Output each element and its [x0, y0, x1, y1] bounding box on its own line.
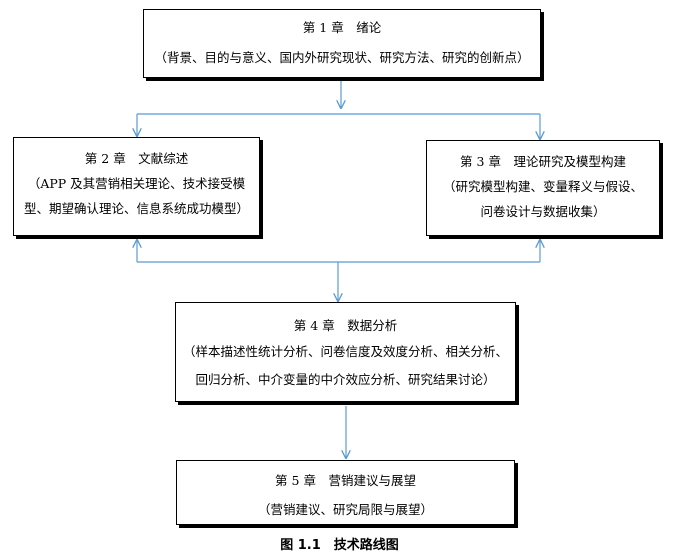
chapter-1-title: 第 1 章 绪论	[302, 20, 382, 35]
figure-caption: 图 1.1 技术路线图	[280, 538, 399, 553]
chapter-3-desc-line-1: （研究模型构建、变量释义与假设、	[442, 179, 643, 194]
chapter-5-desc: （营销建议、研究局限与展望）	[257, 502, 433, 517]
chapter-5-box: 第 5 章 营销建议与展望 （营销建议、研究局限与展望）	[176, 460, 515, 525]
chapter-2-box: 第 2 章 文献综述 （APP 及其营销相关理论、技术接受模 型、期望确认理论、…	[13, 137, 260, 236]
chapter-2-desc-line-1: （APP 及其营销相关理论、技术接受模	[27, 176, 246, 191]
chapter-4-title: 第 4 章 数据分析	[293, 318, 398, 333]
chapter-2-title: 第 2 章 文献综述	[84, 151, 189, 166]
chapter-2-desc: （APP 及其营销相关理论、技术接受模 型、期望确认理论、信息系统成功模型）	[14, 171, 259, 221]
chapter-3-desc: （研究模型构建、变量释义与假设、 问卷设计与数据收集）	[427, 174, 659, 224]
chapter-4-desc: （样本描述性统计分析、问卷信度及效度分析、相关分析、 回归分析、中介变量的中介效…	[176, 338, 515, 394]
chapter-3-box: 第 3 章 理论研究及模型构建 （研究模型构建、变量释义与假设、 问卷设计与数据…	[426, 140, 660, 236]
chapter-4-desc-line-1: （样本描述性统计分析、问卷信度及效度分析、相关分析、	[182, 344, 508, 359]
chapter-3-desc-line-2: 问卷设计与数据收集）	[480, 204, 606, 219]
chapter-5-title: 第 5 章 营销建议与展望	[275, 473, 416, 488]
chapter-4-desc-line-2: 回归分析、中介变量的中介效应分析、研究结果讨论）	[195, 372, 496, 387]
chapter-3-title: 第 3 章 理论研究及模型构建	[460, 154, 626, 169]
chapter-1-desc: （背景、目的与意义、国内外研究现状、研究方法、研究的创新点）	[154, 50, 530, 65]
chapter-4-box: 第 4 章 数据分析 （样本描述性统计分析、问卷信度及效度分析、相关分析、 回归…	[175, 302, 516, 402]
chapter-2-desc-line-2: 型、期望确认理论、信息系统成功模型）	[23, 201, 249, 216]
chapter-1-box: 第 1 章 绪论 （背景、目的与意义、国内外研究现状、研究方法、研究的创新点）	[143, 9, 541, 78]
